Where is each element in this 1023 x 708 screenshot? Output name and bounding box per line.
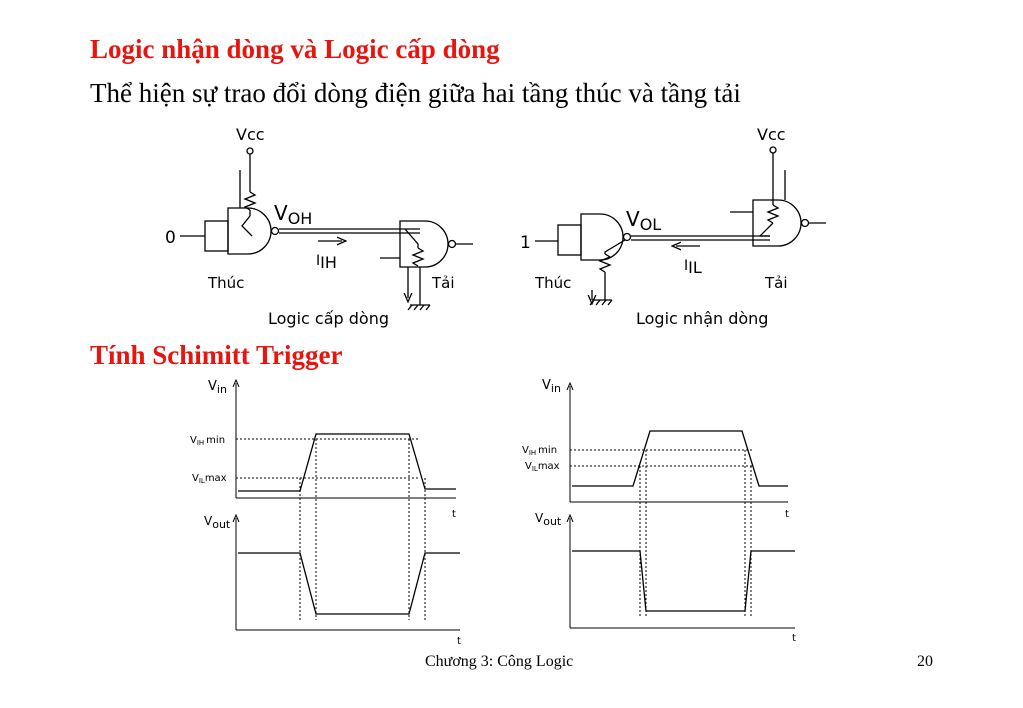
left-vin-label: Vin: [208, 379, 227, 396]
circuit-source-current: 0: [165, 147, 473, 311]
sink-vcc-label: Vcc: [757, 125, 786, 144]
sink-caption: Logic nhận dòng: [636, 309, 768, 328]
source-pullup-resistor: [243, 191, 257, 211]
source-load-input-path: [404, 228, 419, 248]
source-load-resistor: [411, 247, 425, 267]
source-load-bubble: [447, 239, 457, 249]
source-driver-label: Thúc: [207, 274, 244, 292]
circuit-sink-current: 1: [520, 146, 826, 306]
left-vil-label: VILmax: [192, 473, 227, 485]
source-driver-gate: [227, 207, 272, 255]
sink-driver-label: Thúc: [534, 274, 571, 292]
right-vil-label: VILmax: [525, 461, 560, 473]
sink-driver-gate: [580, 213, 624, 261]
sink-input-value: 1: [520, 233, 531, 253]
sink-driver-bubble: [622, 232, 632, 242]
footer-page-number: 20: [917, 653, 933, 670]
source-caption: Logic cấp dòng: [268, 309, 389, 328]
left-vin-signal: [238, 433, 456, 492]
subheading-current-exchange: Thể hiện sự trao đổi dòng điện giữa hai …: [90, 78, 741, 108]
sink-voltage-label: VOL: [626, 207, 661, 234]
source-input-value: 0: [165, 228, 176, 248]
right-vout-signal: [572, 550, 795, 612]
sink-current-label: IIL: [684, 258, 702, 277]
source-voltage-label: VOH: [274, 201, 312, 228]
source-current-label: IIH: [316, 253, 337, 272]
right-vout-time-label: t: [792, 633, 796, 644]
source-vcc-label: Vcc: [236, 125, 265, 144]
source-input-buffer: [204, 220, 229, 252]
right-vin-time-label: t: [785, 509, 789, 520]
heading-logic: Logic nhận dòng và Logic cấp dòng: [90, 34, 500, 64]
waveform-right: [570, 386, 795, 629]
source-driver-output-path: [241, 215, 253, 237]
source-load-label: Tải: [431, 274, 455, 292]
left-vout-label: Vout: [204, 514, 231, 531]
source-vcc-terminal: [246, 147, 254, 155]
left-vout-time-label: t: [457, 636, 461, 647]
sink-load-label: Tải: [764, 274, 788, 292]
sink-load-bubble: [800, 218, 810, 228]
sink-driver-resistor: [598, 253, 612, 273]
waveform-left: [236, 383, 460, 631]
left-vin-time-label: t: [452, 509, 456, 520]
sink-vcc-terminal: [769, 146, 777, 154]
source-driver-bubble: [270, 226, 280, 236]
source-load-gate: [399, 220, 449, 268]
sink-load-input-path: [759, 222, 774, 237]
left-vout-signal: [238, 552, 460, 615]
heading-schmitt-trigger: Tính Schimitt Trigger: [90, 340, 343, 370]
sink-pullup-resistor: [766, 204, 780, 224]
sink-driver-output-path: [604, 239, 626, 254]
right-vin-signal: [572, 430, 788, 487]
right-vout-label: Vout: [535, 511, 562, 528]
right-vin-label: Vin: [542, 378, 561, 395]
sink-load-gate: [752, 199, 802, 247]
footer-chapter: Chương 3: Công Logic: [425, 653, 574, 670]
sink-input-buffer: [557, 224, 582, 256]
